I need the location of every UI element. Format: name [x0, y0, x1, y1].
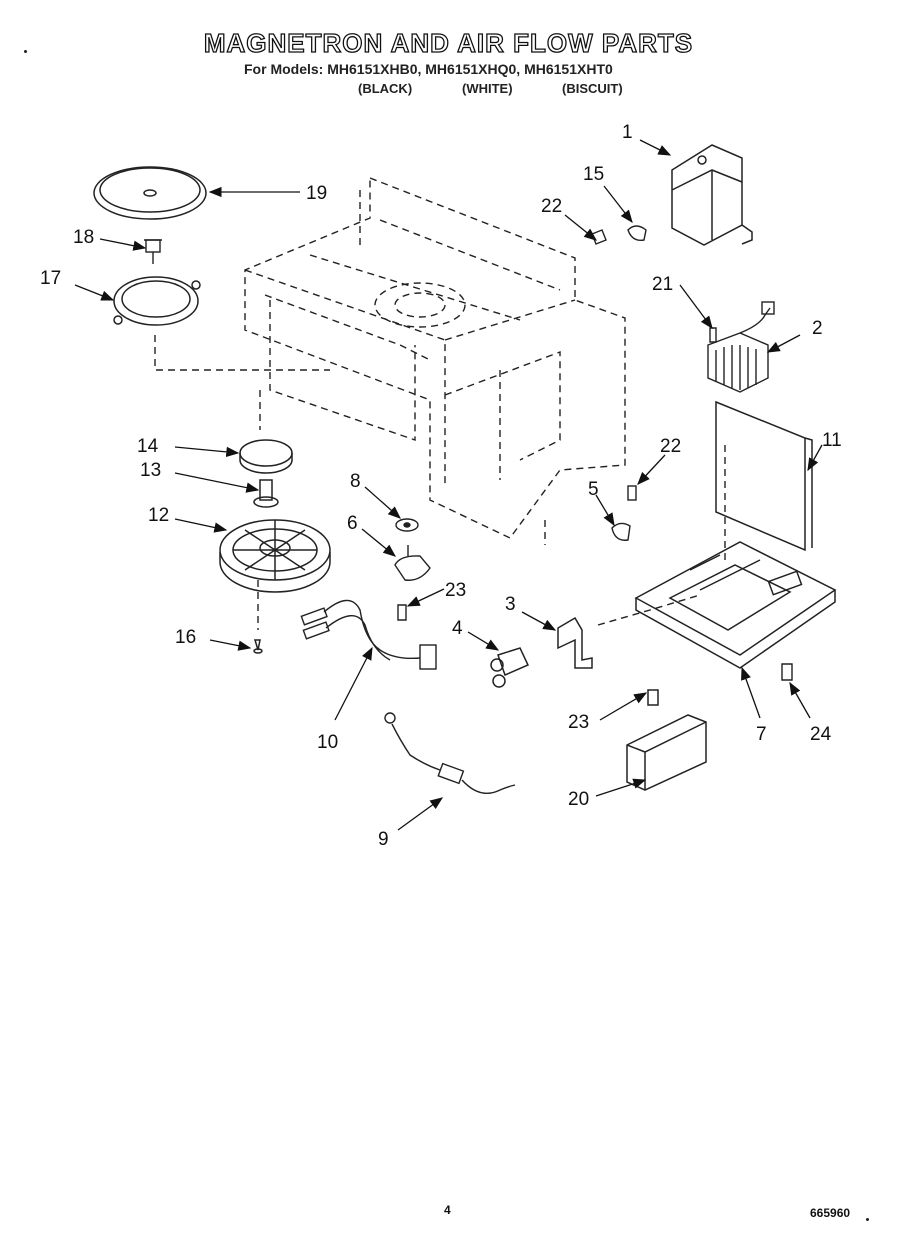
oven-cavity-outline	[154, 176, 726, 630]
callout-24: 24	[810, 724, 832, 745]
callout-22a: 22	[541, 196, 562, 217]
callout-6: 6	[347, 513, 358, 534]
bracket-part	[557, 616, 593, 669]
callout-leaders	[74, 139, 823, 831]
filter-assembly	[707, 301, 775, 393]
callout-1: 1	[622, 122, 633, 143]
callout-16: 16	[175, 627, 196, 648]
callout-2: 2	[812, 318, 823, 339]
callout-20: 20	[568, 789, 589, 810]
callout-10: 10	[317, 732, 338, 753]
thermal-cutout-lead	[384, 712, 516, 794]
diode-part	[490, 647, 530, 688]
color-biscuit: (BISCUIT)	[562, 81, 623, 96]
models-line: For Models: MH6151XHB0, MH6151XHQ0, MH61…	[244, 61, 613, 77]
callout-22b: 22	[660, 436, 681, 457]
corner-mark	[24, 50, 27, 53]
callout-14: 14	[137, 436, 159, 457]
page-title: MAGNETRON AND AIR FLOW PARTS	[203, 27, 694, 58]
shield-part	[626, 689, 707, 791]
wire-harness	[300, 599, 437, 670]
callout-17: 17	[40, 268, 61, 289]
callout-12: 12	[148, 505, 169, 526]
callout-3: 3	[505, 594, 516, 615]
motor-assembly	[219, 439, 331, 654]
callout-7: 7	[756, 724, 767, 745]
callout-13: 13	[140, 460, 161, 481]
page-number: 4	[444, 1203, 451, 1217]
callout-21: 21	[652, 274, 673, 295]
base-plate	[634, 541, 837, 669]
color-white: (WHITE)	[462, 81, 513, 96]
callout-4: 4	[452, 618, 463, 639]
callout-19: 19	[306, 183, 327, 204]
turntable-glass	[93, 166, 207, 220]
callout-labels: 1 19 15 22 18 17 21 2 14 11 22 13 8 5 12…	[40, 122, 842, 850]
roller-support	[113, 276, 201, 326]
air-duct-panel	[715, 400, 813, 552]
callout-9: 9	[378, 829, 389, 850]
document-number: 665960	[810, 1206, 851, 1220]
callout-5: 5	[588, 479, 599, 500]
callout-18: 18	[73, 227, 94, 248]
callout-23a: 23	[445, 580, 466, 601]
color-black: (BLACK)	[358, 81, 413, 96]
callout-8: 8	[350, 471, 361, 492]
magnetron	[671, 144, 753, 246]
magnetron-thermostat	[591, 225, 647, 245]
callout-15: 15	[583, 164, 604, 185]
screw-part	[781, 663, 793, 681]
thermal-switch	[611, 485, 637, 541]
turntable-coupler	[144, 239, 162, 264]
footer-mark	[866, 1218, 869, 1221]
fan-motor	[394, 518, 431, 621]
callout-23b: 23	[568, 712, 589, 733]
callout-11: 11	[822, 430, 842, 451]
